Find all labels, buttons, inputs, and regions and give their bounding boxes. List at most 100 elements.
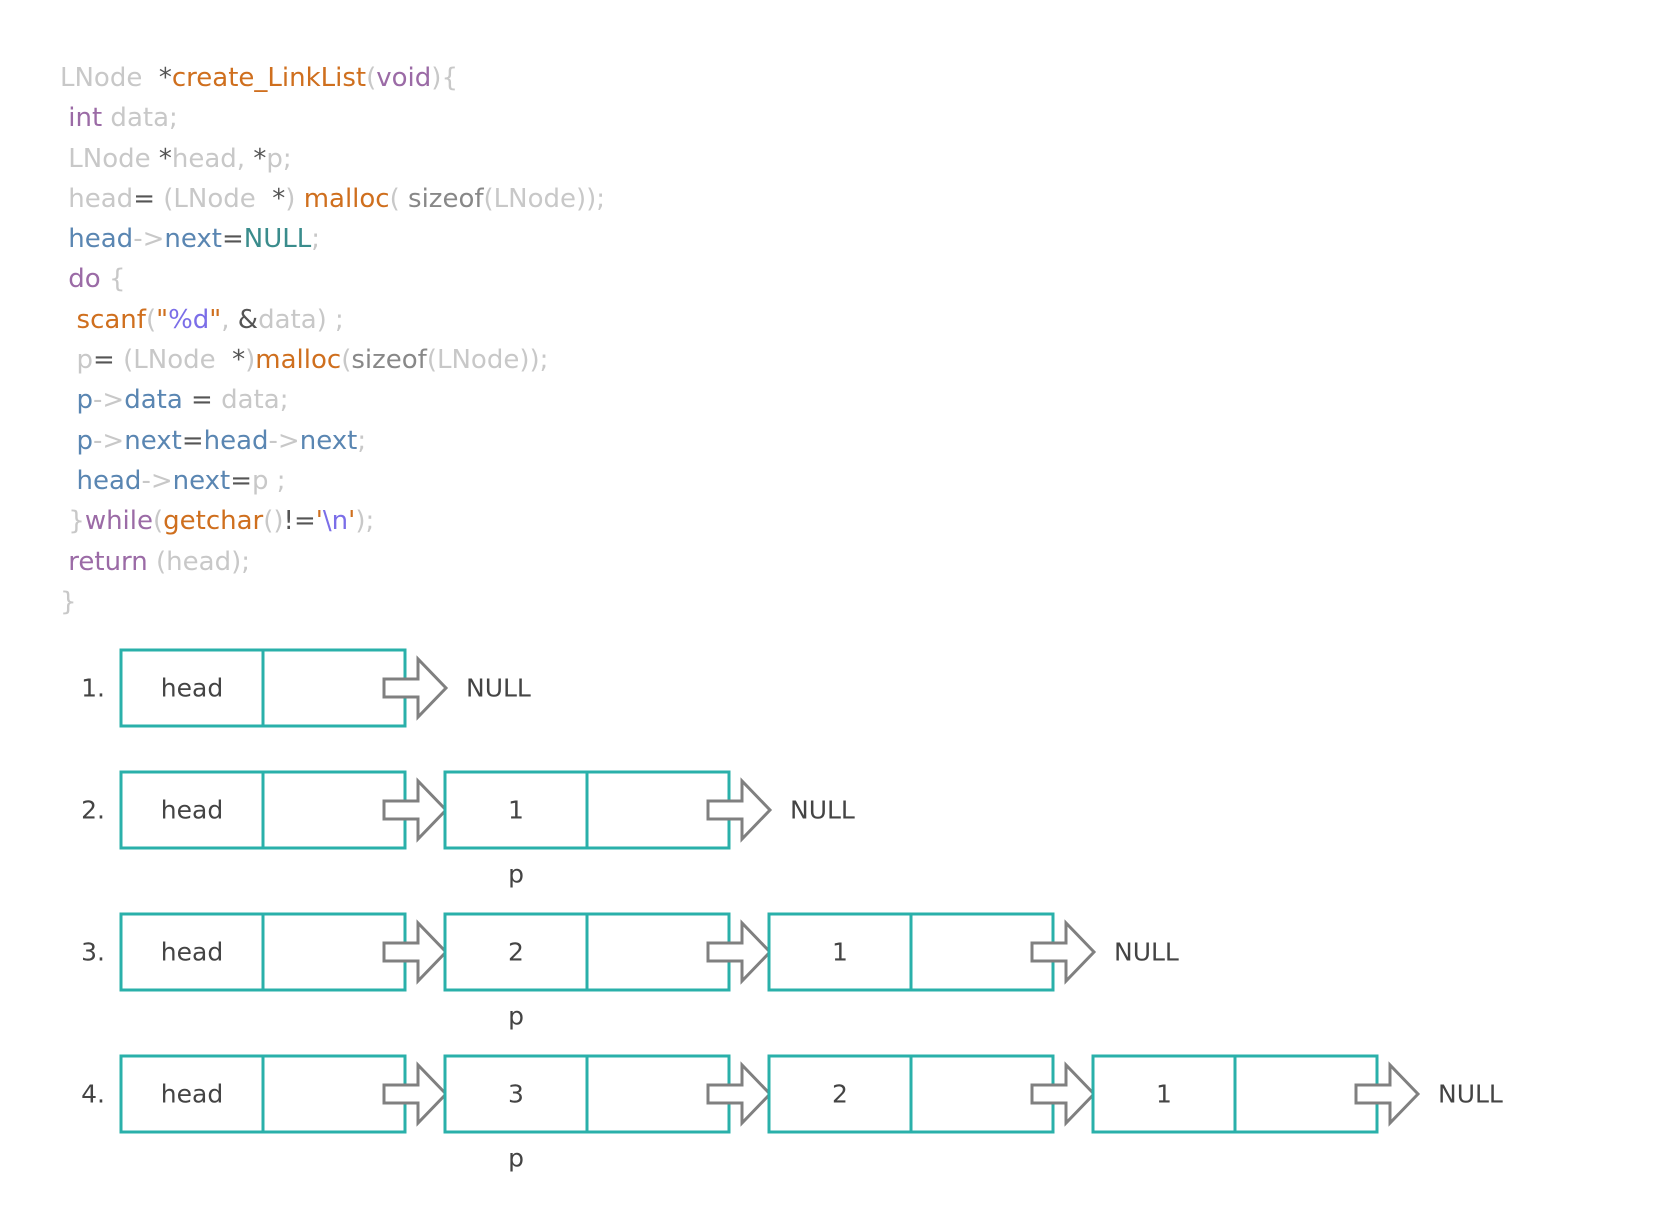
code-token: = [133, 183, 164, 214]
code-token: do [60, 264, 101, 295]
code-token: ( [389, 183, 409, 214]
code-token: " [209, 304, 222, 335]
code-token: } [60, 506, 85, 537]
code-token: data; [102, 103, 178, 134]
code-token: sizeof [351, 345, 427, 376]
code-token: () [263, 506, 284, 537]
code-line: }while(getchar()!='\n'); [60, 501, 605, 541]
code-token: ( [366, 63, 377, 93]
code-token: -> [93, 385, 125, 416]
node-data-value: 3 [508, 1080, 524, 1109]
code-token: ' [315, 506, 323, 537]
pointer-p-label: p [508, 1144, 524, 1173]
code-listing: LNode *create_LinkList(void){ int data; … [60, 58, 605, 622]
code-token: -> [93, 425, 125, 456]
code-token: ) [245, 345, 256, 376]
code-token: ' [348, 506, 356, 537]
code-line: head->next=NULL; [60, 219, 605, 259]
code-token: = [182, 385, 222, 416]
code-token: ( [153, 506, 164, 537]
code-token: p ; [252, 465, 286, 496]
code-token: head, [171, 143, 254, 174]
step-label: 1. [81, 674, 105, 703]
code-line: int data; [60, 98, 605, 138]
code-token: data) ; [258, 304, 344, 335]
pointer-p-label: p [508, 1002, 524, 1031]
node-data-value: 2 [832, 1080, 848, 1109]
code-token: ) [285, 183, 304, 214]
code-token: \n [322, 506, 349, 537]
code-line: p= (LNode *)malloc(sizeof(LNode)); [60, 340, 605, 380]
pointer-arrow-icon [382, 777, 449, 843]
code-token: data [124, 385, 183, 416]
code-line: head= (LNode *) malloc( sizeof(LNode)); [60, 179, 605, 219]
code-token: void [376, 63, 432, 93]
null-label: NULL [1114, 938, 1179, 967]
code-token: p; [266, 143, 292, 174]
code-token: = [181, 425, 204, 456]
code-token: next [172, 465, 231, 496]
code-token: * [253, 143, 267, 174]
node-data-value: 1 [1156, 1080, 1172, 1109]
pointer-arrow-icon [1030, 919, 1097, 985]
code-token: malloc [255, 345, 342, 376]
code-token: sizeof [408, 183, 484, 214]
code-token: int [68, 103, 103, 134]
code-token: p [60, 385, 94, 416]
node-data-value: 1 [832, 938, 848, 967]
head-node-label: head [161, 938, 223, 967]
head-node-label: head [161, 1080, 223, 1109]
code-token: head [60, 465, 142, 496]
code-line: LNode *create_LinkList(void){ [60, 58, 605, 98]
code-token: scanf [76, 304, 146, 335]
head-node-label: head [161, 674, 223, 703]
code-token: (LNode)); [426, 345, 549, 376]
code-line: LNode *head, *p; [60, 139, 605, 179]
code-token: ( [145, 304, 157, 335]
code-token: (LNode [123, 345, 233, 376]
code-token: LNode [60, 143, 159, 174]
pointer-arrow-icon [706, 919, 773, 985]
code-token: next [299, 425, 358, 456]
code-token: -> [133, 224, 165, 255]
pointer-arrow-icon [382, 655, 449, 721]
code-token: -> [268, 425, 300, 456]
pointer-arrow-icon [382, 1061, 449, 1127]
head-node-label: head [161, 796, 223, 825]
code-token: create_LinkList [171, 63, 367, 93]
step-label: 3. [81, 938, 105, 967]
code-line: p->next=head->next; [60, 421, 605, 461]
code-token: * [272, 183, 286, 214]
code-token: head [60, 183, 134, 214]
node-data-value: 1 [508, 796, 524, 825]
code-token: = [230, 465, 253, 496]
code-token: = [221, 224, 244, 255]
code-token: -> [141, 465, 173, 496]
code-token: ( [341, 345, 352, 376]
code-token: NULL [243, 224, 312, 255]
code-token: next [124, 425, 182, 456]
code-token: * [232, 345, 246, 376]
code-token: (LNode [163, 183, 273, 214]
code-token: head [203, 425, 269, 456]
code-line: } [60, 582, 605, 622]
node-data-value: 2 [508, 938, 524, 967]
code-line: head->next=p ; [60, 461, 605, 501]
code-token: %d [168, 304, 210, 335]
null-label: NULL [1438, 1080, 1503, 1109]
null-label: NULL [790, 796, 855, 825]
code-token: LNode [60, 63, 159, 93]
code-token: & [237, 304, 259, 335]
pointer-arrow-icon [706, 777, 773, 843]
code-line: return (head); [60, 542, 605, 582]
null-label: NULL [466, 674, 531, 703]
code-line: scanf("%d", &data) ; [60, 300, 605, 340]
code-token: , [221, 304, 238, 335]
pointer-arrow-icon [1354, 1061, 1421, 1127]
code-token: } [60, 586, 77, 617]
code-token: = [93, 345, 124, 376]
code-token: malloc [303, 183, 390, 214]
code-token: getchar [163, 506, 264, 537]
pointer-arrow-icon [1030, 1061, 1097, 1127]
